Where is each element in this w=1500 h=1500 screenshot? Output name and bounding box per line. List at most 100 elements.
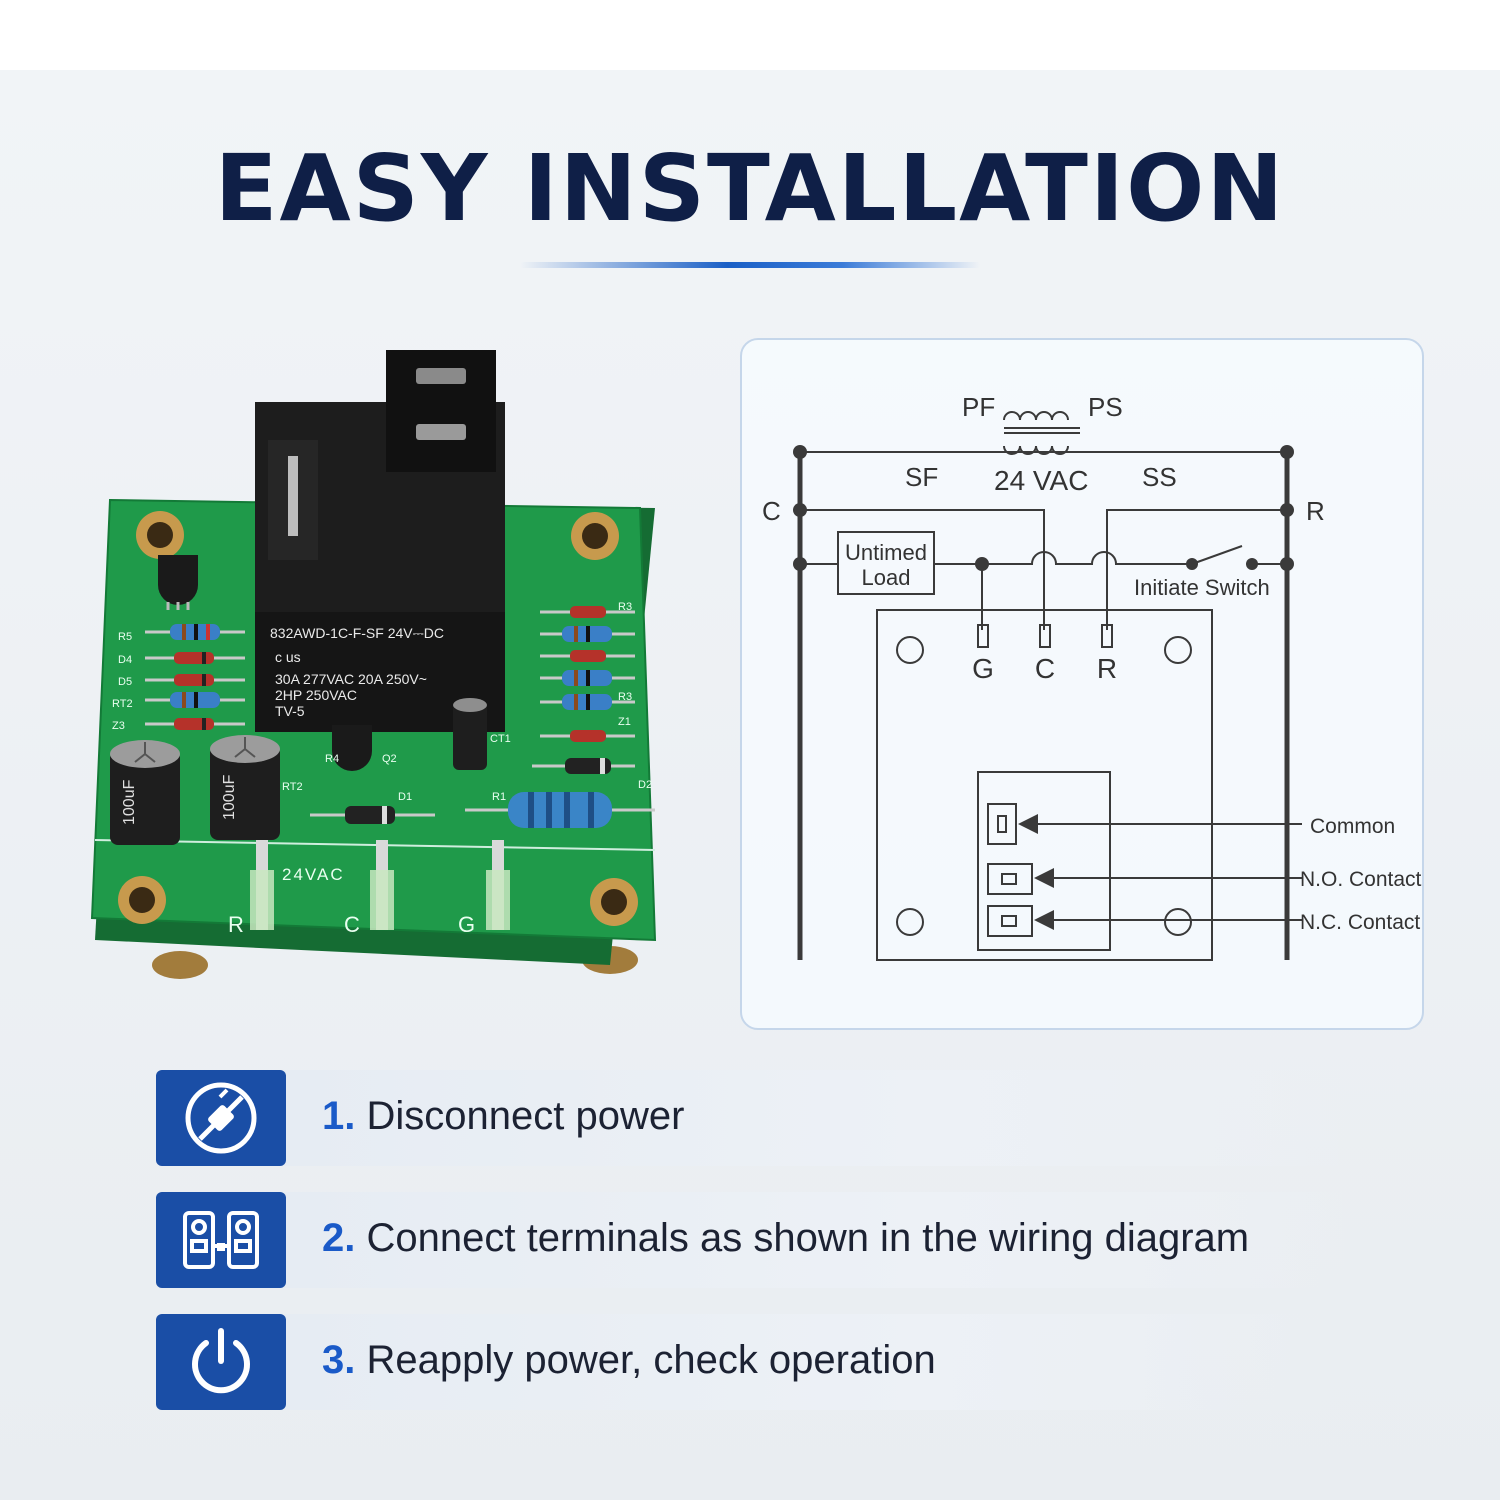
resistor bbox=[145, 692, 245, 708]
pcb-label: CT1 bbox=[490, 733, 511, 745]
step-band bbox=[276, 1314, 1356, 1410]
diode bbox=[532, 758, 635, 774]
wire-r bbox=[1106, 509, 1287, 630]
terminal-block-icon bbox=[183, 1211, 259, 1269]
pcb-label: R1 bbox=[492, 791, 506, 803]
initiate-switch-blade bbox=[1191, 545, 1243, 565]
unplug-icon bbox=[185, 1082, 257, 1154]
wiring-diagram-card: PF PS SF 24 VAC SS C R Untimed Load Init… bbox=[740, 338, 1424, 1030]
step-number: 2. bbox=[322, 1216, 356, 1260]
pcb-label: Z1 bbox=[618, 716, 631, 728]
label-load: Load bbox=[862, 565, 911, 590]
mounting-hole bbox=[136, 511, 184, 559]
pcb-label: D2 bbox=[638, 779, 652, 791]
step-band bbox=[276, 1070, 1356, 1166]
pcb-label: D5 bbox=[118, 676, 132, 688]
capacitor bbox=[453, 698, 487, 770]
relay-rating-3: TV-5 bbox=[275, 703, 305, 719]
capacitor: 100uF bbox=[210, 735, 280, 840]
terminal-label-g: G bbox=[458, 912, 475, 937]
transistor bbox=[158, 555, 198, 610]
diode bbox=[310, 806, 435, 824]
label-24vac: 24 VAC bbox=[994, 465, 1088, 496]
terminal-label-c: C bbox=[344, 912, 360, 937]
label-terminal-g: G bbox=[972, 653, 994, 684]
control-board-image: 832AWD-1C-F-SF 24V⎓DC c us 30A 277VAC 20… bbox=[90, 350, 657, 979]
pcb-label: R3 bbox=[618, 601, 632, 613]
label-r-rail: R bbox=[1306, 496, 1325, 526]
pcb-label: RT2 bbox=[112, 698, 133, 710]
wire-load bbox=[934, 551, 1192, 565]
standoff-foot bbox=[152, 951, 208, 979]
contact-block bbox=[977, 771, 1111, 951]
voltage-label: 24VAC bbox=[282, 865, 345, 884]
resistor bbox=[540, 694, 635, 710]
capacitor-label: 100uF bbox=[221, 774, 238, 820]
terminal-label-r: R bbox=[228, 912, 244, 937]
diode bbox=[145, 674, 245, 686]
pcb-label: R4 bbox=[325, 753, 339, 765]
pcb-label: Q2 bbox=[382, 753, 397, 765]
step-band bbox=[276, 1192, 1356, 1288]
pcb-label: D1 bbox=[398, 791, 412, 803]
pcb-label: R3 bbox=[618, 691, 632, 703]
step-description: Connect terminals as shown in the wiring… bbox=[366, 1216, 1250, 1260]
label-ss: SS bbox=[1142, 462, 1177, 492]
wire-c bbox=[800, 509, 1045, 630]
label-ps: PS bbox=[1088, 392, 1123, 422]
resistor bbox=[145, 624, 245, 640]
label-initiate-switch: Initiate Switch bbox=[1134, 575, 1270, 600]
capacitor: 100uF bbox=[110, 740, 180, 845]
step-text: 1. Disconnect power bbox=[322, 1094, 684, 1139]
pcb-label: RT2 bbox=[282, 781, 303, 793]
diode bbox=[540, 730, 635, 742]
pcb-label: D4 bbox=[118, 654, 132, 666]
transformer-secondary bbox=[1003, 445, 1069, 455]
label-c-rail: C bbox=[762, 496, 781, 526]
step-2: 2. Connect terminals as shown in the wir… bbox=[156, 1192, 1356, 1288]
mounting-hole bbox=[571, 512, 619, 560]
relay-certification: c us bbox=[275, 649, 301, 665]
capacitor-label: 100uF bbox=[121, 779, 138, 825]
relay-rating-1: 30A 277VAC 20A 250V~ bbox=[275, 671, 427, 687]
label-pf: PF bbox=[962, 392, 995, 422]
diode bbox=[145, 718, 245, 730]
resistor bbox=[540, 670, 635, 686]
relay: 832AWD-1C-F-SF 24V⎓DC c us 30A 277VAC 20… bbox=[255, 350, 505, 732]
step-1: 1. Disconnect power bbox=[156, 1070, 1356, 1166]
mounting-hole bbox=[590, 878, 638, 926]
resistor bbox=[465, 792, 655, 828]
label-untimed: Untimed bbox=[845, 540, 927, 565]
transistor bbox=[332, 725, 372, 771]
pcb-label: Z3 bbox=[112, 720, 125, 732]
power-icon bbox=[192, 1328, 250, 1394]
step-icon-box bbox=[156, 1314, 286, 1410]
step-icon-box bbox=[156, 1192, 286, 1288]
label-terminal-r: R bbox=[1097, 653, 1117, 684]
step-text: 3. Reapply power, check operation bbox=[322, 1338, 936, 1383]
step-icon-box bbox=[156, 1070, 286, 1166]
diode bbox=[145, 652, 245, 664]
step-description: Reapply power, check operation bbox=[366, 1338, 936, 1382]
label-common: Common bbox=[1310, 815, 1395, 838]
pcb-label: R5 bbox=[118, 631, 132, 643]
label-nc-contact: N.C. Contact bbox=[1300, 911, 1420, 934]
wiring-diagram: PF PS SF 24 VAC SS C R Untimed Load Init… bbox=[762, 392, 1422, 961]
label-terminal-c: C bbox=[1035, 653, 1055, 684]
step-text: 2. Connect terminals as shown in the wir… bbox=[322, 1216, 1249, 1261]
relay-rating-2: 2HP 250VAC bbox=[275, 687, 357, 703]
label-no-contact: N.O. Contact bbox=[1300, 868, 1422, 891]
pcb-silk-line bbox=[94, 839, 656, 851]
transformer-primary bbox=[1003, 411, 1069, 421]
diode bbox=[540, 650, 635, 662]
device-body bbox=[876, 609, 1213, 961]
page-title: EASY INSTALLATION bbox=[214, 135, 1286, 242]
spade-terminal bbox=[486, 840, 510, 930]
resistor bbox=[540, 626, 635, 642]
title-underline bbox=[520, 262, 980, 268]
relay-part-number: 832AWD-1C-F-SF 24V⎓DC bbox=[270, 625, 444, 641]
spade-terminal bbox=[250, 840, 274, 930]
diode bbox=[540, 606, 635, 618]
step-number: 3. bbox=[322, 1338, 356, 1382]
step-description: Disconnect power bbox=[366, 1094, 685, 1138]
